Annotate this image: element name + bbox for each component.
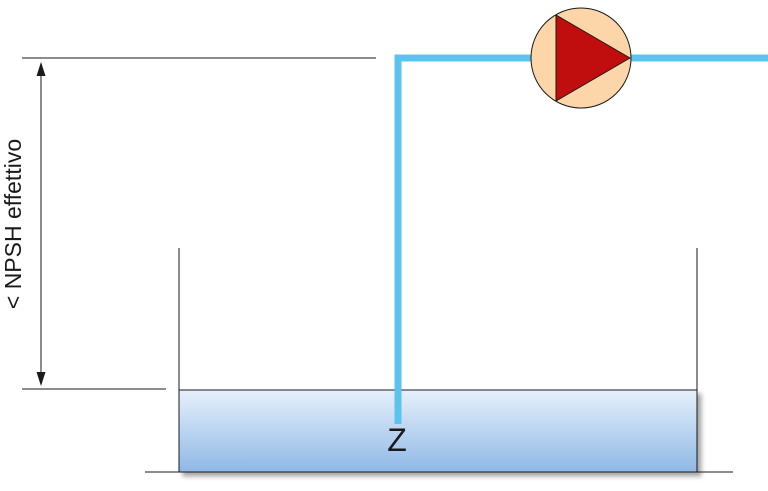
pump-icon [530,7,632,109]
npsh-dimension-label: < NPSH effettivo [0,139,26,309]
intake-label: Z [387,422,407,458]
suction-pipe [394,54,532,424]
tank-water [178,389,698,473]
dimension-arrow-icon [36,62,46,386]
